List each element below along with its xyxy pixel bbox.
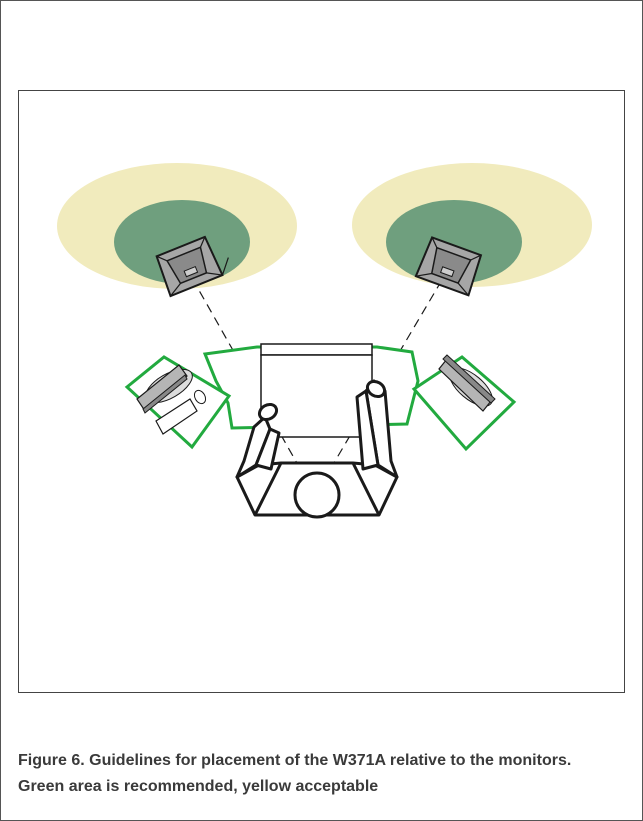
figure-caption: Figure 6. Guidelines for placement of th… xyxy=(18,752,572,795)
mouse-icon xyxy=(193,389,207,405)
laptop-icon xyxy=(438,354,496,412)
left-speaker-zone xyxy=(57,163,297,289)
keyboard-icon xyxy=(155,398,198,435)
right-workstation xyxy=(411,354,517,452)
laptop-icon xyxy=(136,364,193,414)
left-workstation xyxy=(124,355,232,450)
placement-diagram xyxy=(18,90,625,693)
subwoofer-icon xyxy=(414,236,483,297)
monitor-icon xyxy=(260,343,373,438)
listener-icon xyxy=(235,379,399,519)
subwoofer-icon xyxy=(155,235,229,298)
right-recommended-zone xyxy=(386,200,522,284)
right-speaker-zone xyxy=(352,163,592,287)
